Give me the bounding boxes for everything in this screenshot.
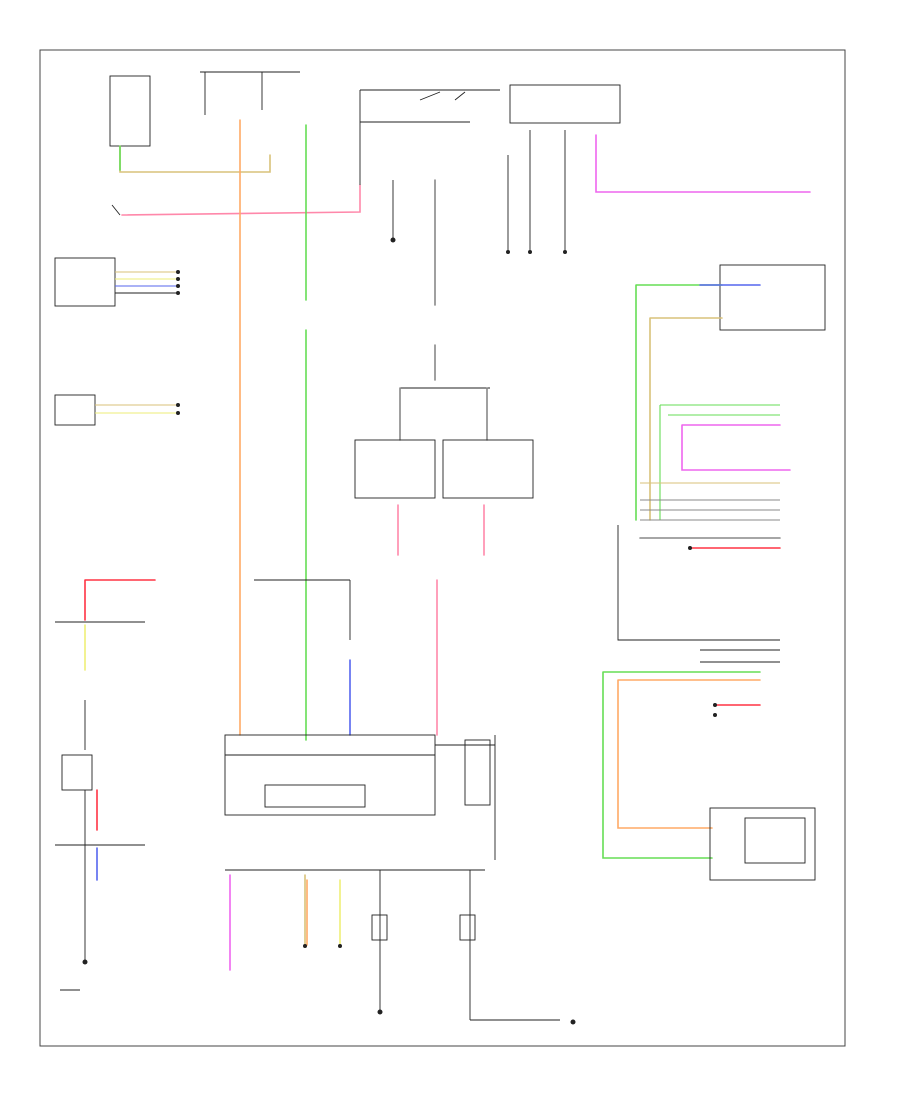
- right-lower-module: [602, 671, 816, 881]
- top-right-connectors: [506, 84, 811, 254]
- bottom-modules: [225, 869, 576, 1025]
- power-supply-box: [224, 734, 496, 860]
- right-side-blocks: [617, 264, 826, 663]
- center-lower-feed: [254, 579, 438, 736]
- top-left-supply: [109, 71, 361, 216]
- diagram-frame: [39, 49, 846, 1047]
- split-modules: [354, 387, 534, 556]
- top-center-relay: [359, 89, 500, 185]
- left-sensor-chain: [55, 579, 156, 991]
- left-connector-blocks: [54, 257, 180, 426]
- center-ground-feed: [390, 179, 436, 381]
